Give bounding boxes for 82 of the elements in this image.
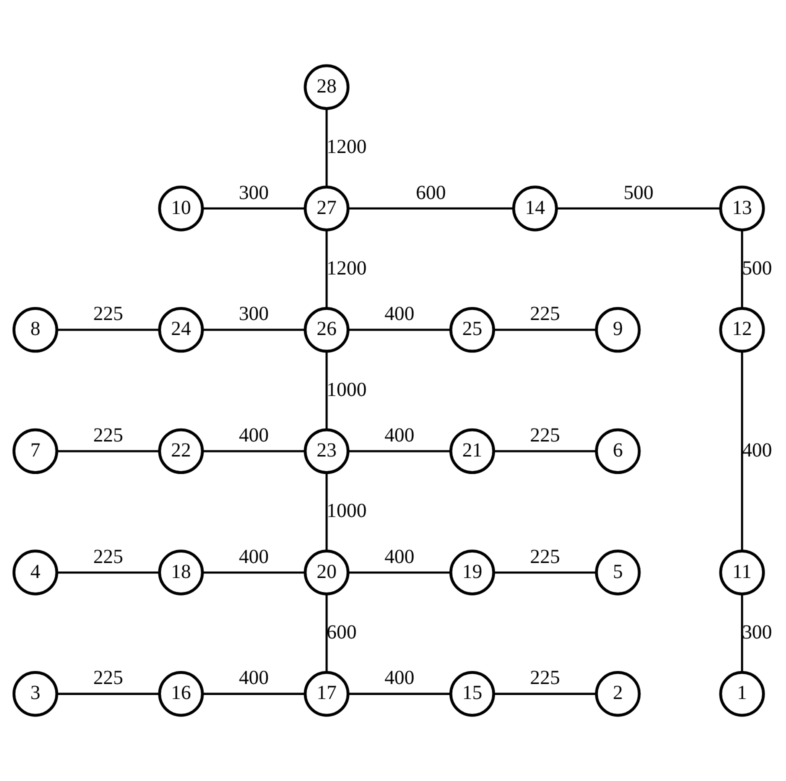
connector [56,450,160,452]
edge-label: 225 [530,303,560,326]
edge-label: 300 [238,303,269,326]
connector [56,571,160,574]
connector [348,328,451,331]
connector [556,207,721,210]
node-circle: 11 [719,550,765,596]
node-circle: 21 [449,428,496,474]
node-circle: 16 [158,671,204,717]
edge-label: 225 [530,667,560,690]
edge-label: 600 [326,621,357,644]
connector [202,328,306,331]
node-circle: 25 [449,306,496,353]
edge-label: 400 [238,667,269,690]
edge-label: 1200 [326,257,367,280]
connector [326,351,328,430]
node-circle: 24 [158,306,204,353]
node-circle: 19 [449,550,496,596]
node-circle: 9 [595,306,641,353]
node-circle: 17 [304,671,350,717]
connector [326,472,328,551]
node-circle: 27 [304,186,350,232]
edge-label: 600 [416,182,446,204]
edge-label: 400 [384,303,414,326]
connector [740,230,744,308]
connector [494,571,596,574]
connector [202,207,306,210]
connector [494,692,596,695]
edge-label: 500 [742,257,772,280]
node-circle: 14 [512,186,558,232]
node-circle: 13 [719,186,765,232]
edge-label: 500 [624,182,654,204]
connector [348,692,451,695]
edge-label: 1000 [326,378,367,401]
edge-label: 400 [238,424,269,446]
edge-label: 1200 [326,136,367,158]
connector [202,692,306,695]
connector [494,328,596,331]
edge-label: 225 [530,546,560,568]
node-circle: 4 [12,550,58,596]
edge-label: 400 [384,546,414,568]
edge-label: 300 [238,182,269,204]
connector [326,230,328,308]
node-circle: 23 [304,428,350,474]
connector [348,207,514,210]
edge-label: 400 [238,546,269,568]
edge-label: 400 [384,424,414,446]
edge-label: 225 [93,424,124,446]
edge-label: 225 [93,303,124,326]
connector [326,108,328,187]
node-circle: 7 [12,428,58,474]
node-circle: 26 [304,306,350,353]
node-circle: 22 [158,428,204,474]
edge-label: 225 [530,424,560,446]
edge-label: 225 [93,667,124,690]
node-circle: 8 [12,306,58,353]
node-circle: 15 [449,671,496,717]
node-circle: 12 [719,306,765,353]
connector [740,594,744,672]
node-circle: 28 [304,64,350,110]
connector [494,450,596,452]
node-circle: 20 [304,550,350,596]
node-circle: 6 [595,428,641,474]
connector [348,450,451,452]
edge-label: 225 [93,546,124,568]
node-circle: 2 [595,671,641,717]
edge-label: 1000 [326,500,367,522]
connector [740,351,744,551]
edge-label: 400 [742,439,772,462]
connector [326,594,328,672]
node-circle: 3 [12,671,58,717]
node-circle: 18 [158,550,204,596]
connector [202,571,306,574]
connector [202,450,306,452]
edge-label: 300 [742,621,772,644]
connector [56,692,160,695]
node-circle: 1 [719,671,765,717]
connector [348,571,451,574]
connector [56,328,160,331]
node-circle: 10 [158,186,204,232]
node-circle: 5 [595,550,641,596]
edge-label: 400 [384,667,414,690]
